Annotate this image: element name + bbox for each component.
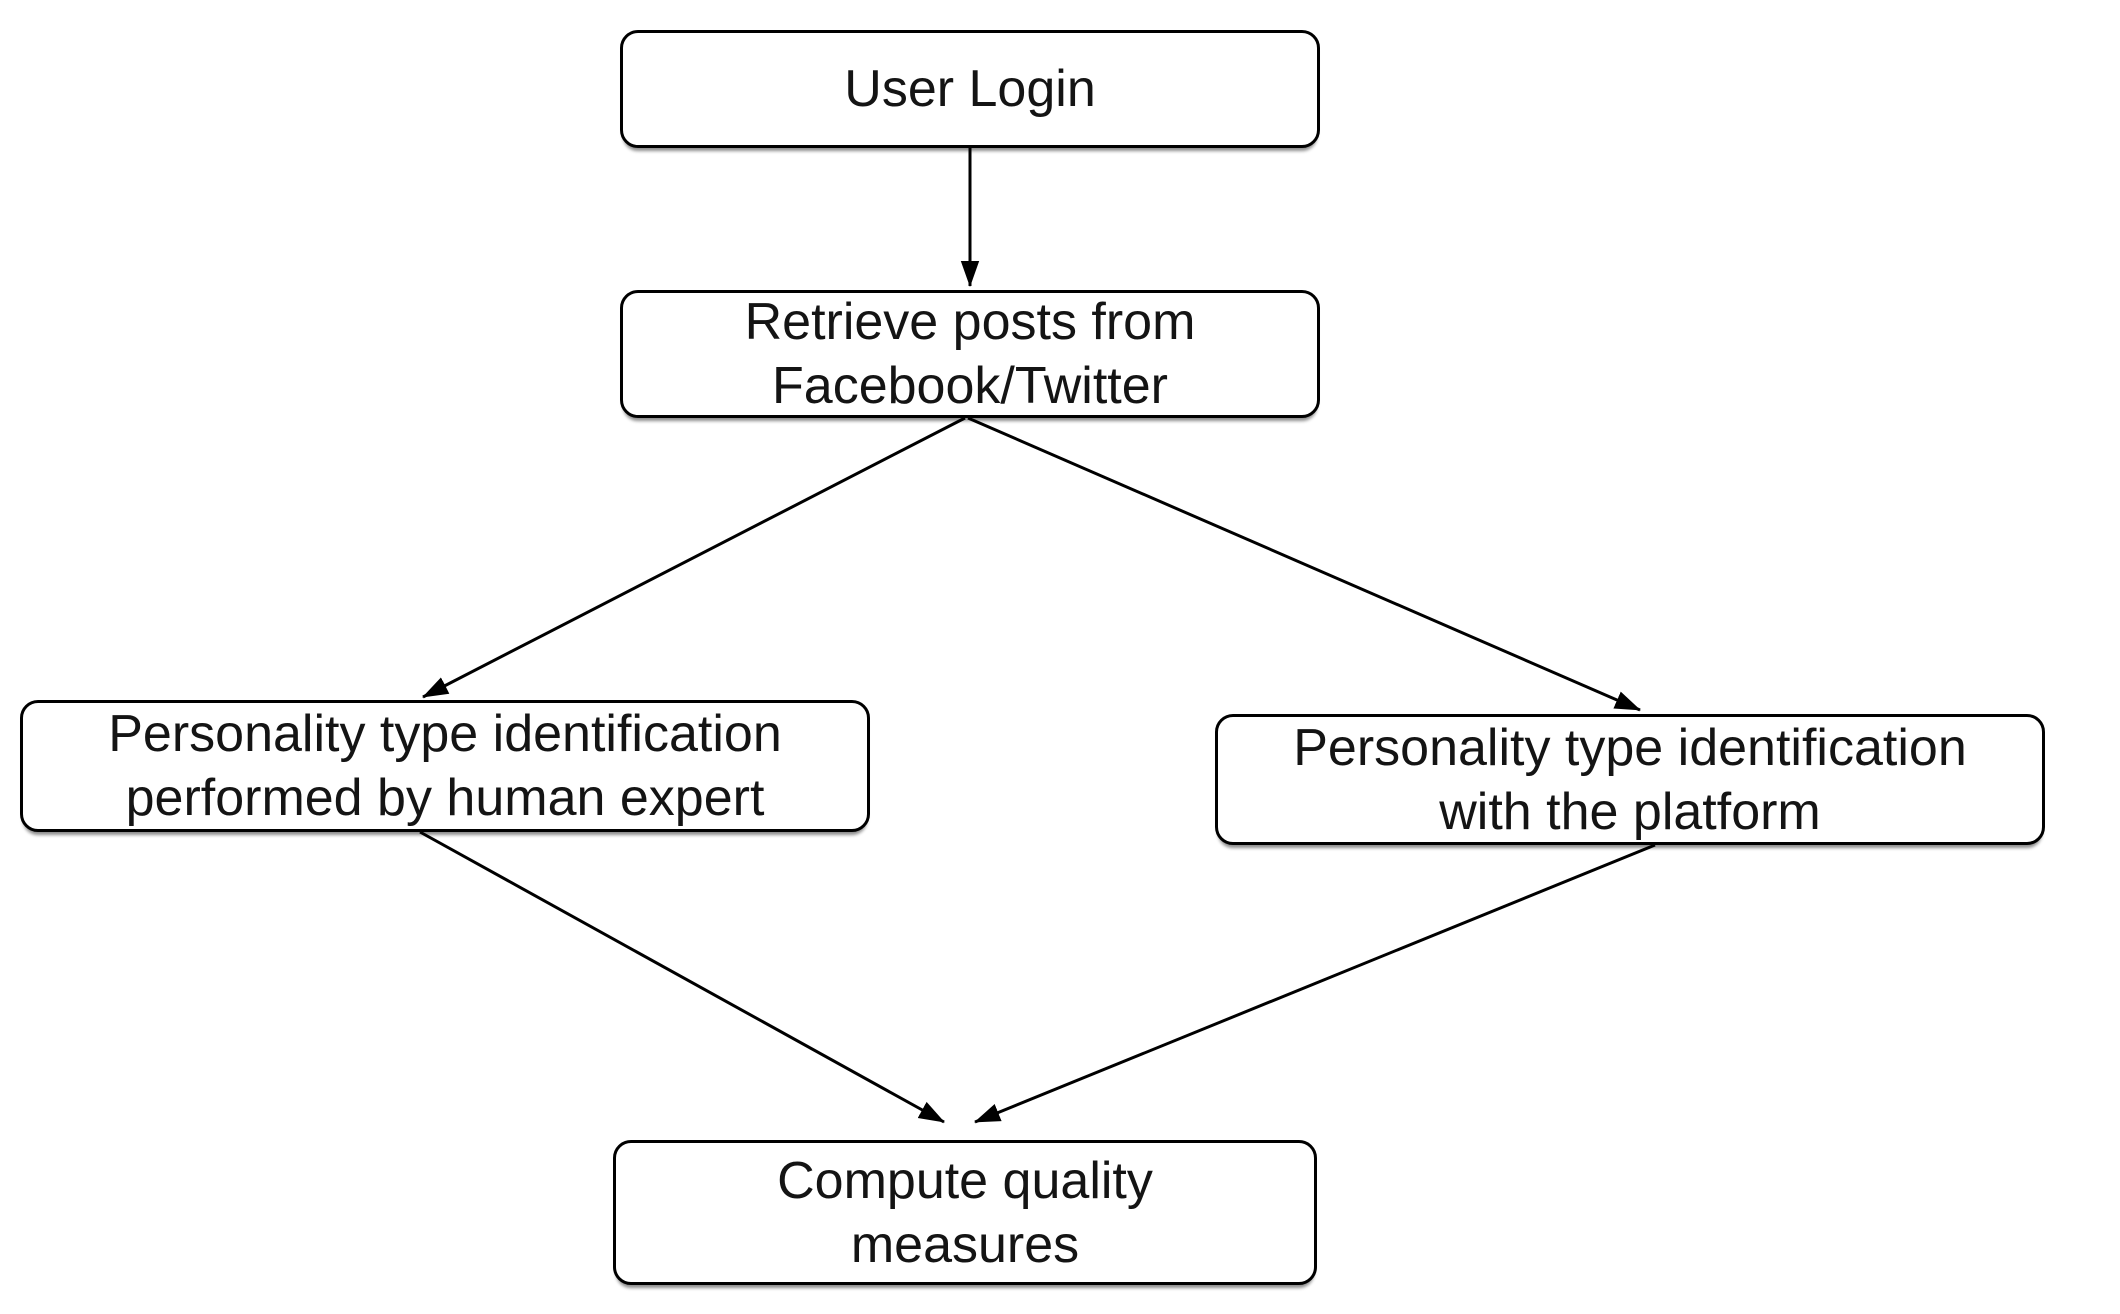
node-compute-quality-label-line1: Compute quality: [777, 1151, 1153, 1210]
edge-retrieve-to-human-expert: [422, 416, 966, 699]
edge-human-expert-to-compute: [419, 830, 945, 1124]
edge-platform-to-compute: [974, 843, 1656, 1124]
node-user-login-label: User Login: [844, 60, 1096, 118]
edge-retrieve-to-platform: [967, 416, 1641, 712]
node-retrieve-posts-label-line2: Facebook/Twitter: [772, 357, 1168, 415]
node-human-expert-label-line1: Personality type identification: [108, 705, 782, 763]
node-compute-quality: Compute quality measures: [613, 1140, 1317, 1285]
node-platform-label-line1: Personality type identification: [1293, 718, 1967, 777]
node-retrieve-posts-label-line1: Retrieve posts from: [744, 293, 1196, 351]
node-retrieve-posts: Retrieve posts from Facebook/Twitter: [620, 290, 1320, 418]
node-platform: Personality type identification with the…: [1215, 714, 2045, 845]
node-platform-label-line2: with the platform: [1439, 782, 1821, 841]
node-user-login: User Login: [620, 30, 1320, 148]
node-compute-quality-label-line2: measures: [850, 1215, 1080, 1274]
node-human-expert-label-line2: performed by human expert: [125, 769, 765, 827]
node-human-expert: Personality type identification performe…: [20, 700, 870, 832]
